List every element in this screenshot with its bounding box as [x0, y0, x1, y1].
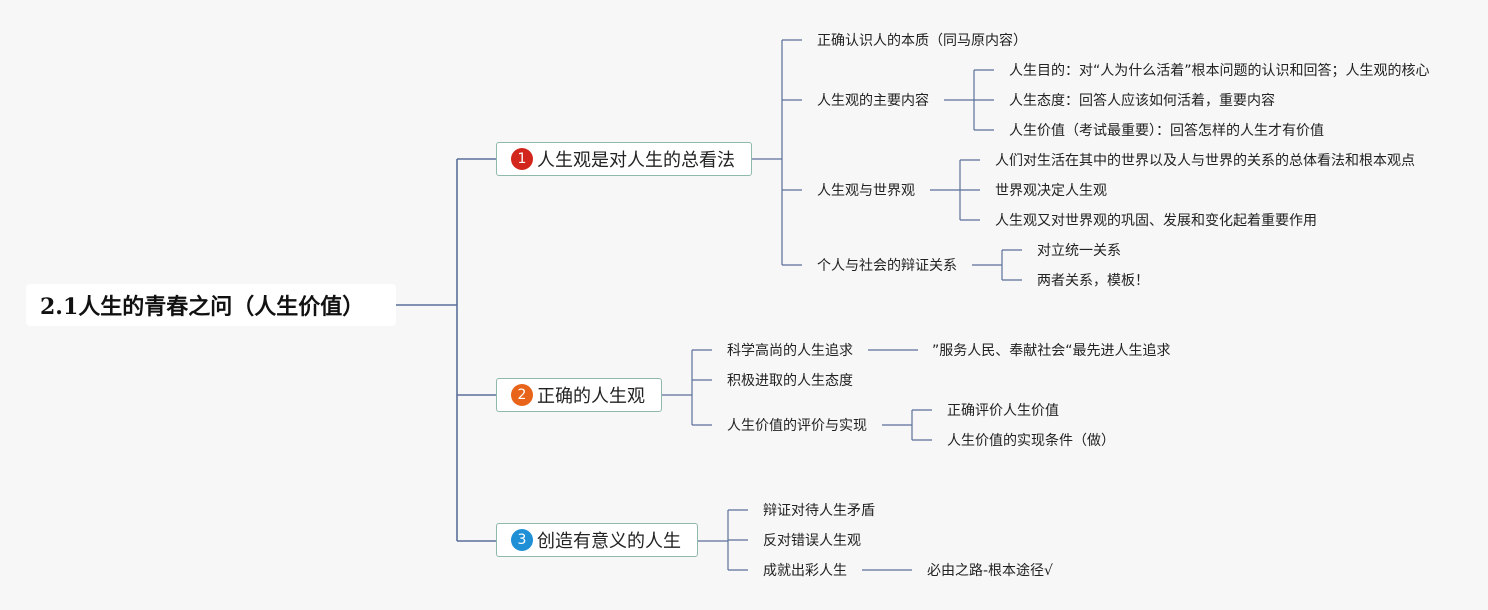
- leaf-serve-people[interactable]: ”服务人民、奉献社会“最先进人生追求: [932, 343, 1171, 359]
- subtopic-value-evaluation[interactable]: 人生价值的评价与实现: [727, 418, 867, 434]
- subtopic-human-nature[interactable]: 正确认识人的本质（同马原内容）: [817, 33, 1027, 49]
- leaf-worldview-determines[interactable]: 世界观决定人生观: [995, 183, 1107, 199]
- leaf-life-value[interactable]: 人生价值（考试最重要）：回答怎样的人生才有价值: [1009, 123, 1324, 139]
- root-topic[interactable]: 2.1人生的青春之问（人生价值）: [26, 284, 396, 326]
- subtopic-outstanding-life[interactable]: 成就出彩人生: [763, 563, 847, 579]
- leaf-template[interactable]: 两者关系，模板！: [1037, 273, 1149, 289]
- leaf-fundamental-path[interactable]: 必由之路-根本途径√: [927, 563, 1053, 579]
- branch-3-topic[interactable]: 3 创造有意义的人生: [496, 523, 698, 557]
- branch-2-label: 正确的人生观: [537, 386, 645, 407]
- number-1-badge-icon: 1: [511, 148, 533, 170]
- subtopic-life-pursuit[interactable]: 科学高尚的人生追求: [727, 343, 853, 359]
- leaf-life-purpose[interactable]: 人生目的：对“人为什么活着”根本问题的认识和回答；人生观的核心: [1009, 63, 1430, 79]
- leaf-worldview-definition[interactable]: 人们对生活在其中的世界以及人与世界的关系的总体看法和根本观点: [995, 153, 1415, 169]
- subtopic-life-attitude[interactable]: 积极进取的人生态度: [727, 373, 853, 389]
- branch-1-topic[interactable]: 1 人生观是对人生的总看法: [496, 142, 752, 176]
- subtopic-worldview[interactable]: 人生观与世界观: [817, 183, 915, 199]
- root-topic-label: 2.1人生的青春之问（人生价值）: [40, 294, 365, 320]
- leaf-unity-of-opposites[interactable]: 对立统一关系: [1037, 243, 1121, 259]
- number-3-badge-icon: 3: [511, 529, 533, 551]
- subtopic-oppose-wrong-views[interactable]: 反对错误人生观: [763, 533, 861, 549]
- branch-3-label: 创造有意义的人生: [537, 531, 681, 552]
- leaf-realization-conditions[interactable]: 人生价值的实现条件（做）: [947, 433, 1115, 449]
- leaf-evaluate-value[interactable]: 正确评价人生价值: [947, 403, 1059, 419]
- subtopic-life-contradictions[interactable]: 辩证对待人生矛盾: [763, 503, 875, 519]
- leaf-worldview-effect[interactable]: 人生观又对世界观的巩固、发展和变化起着重要作用: [995, 213, 1317, 229]
- branch-2-topic[interactable]: 2 正确的人生观: [496, 378, 662, 412]
- number-2-badge-icon: 2: [511, 384, 533, 406]
- subtopic-main-content[interactable]: 人生观的主要内容: [817, 93, 929, 109]
- leaf-life-attitude[interactable]: 人生态度：回答人应该如何活着，重要内容: [1009, 93, 1275, 109]
- subtopic-individual-society[interactable]: 个人与社会的辩证关系: [817, 258, 957, 274]
- branch-1-label: 人生观是对人生的总看法: [537, 150, 735, 171]
